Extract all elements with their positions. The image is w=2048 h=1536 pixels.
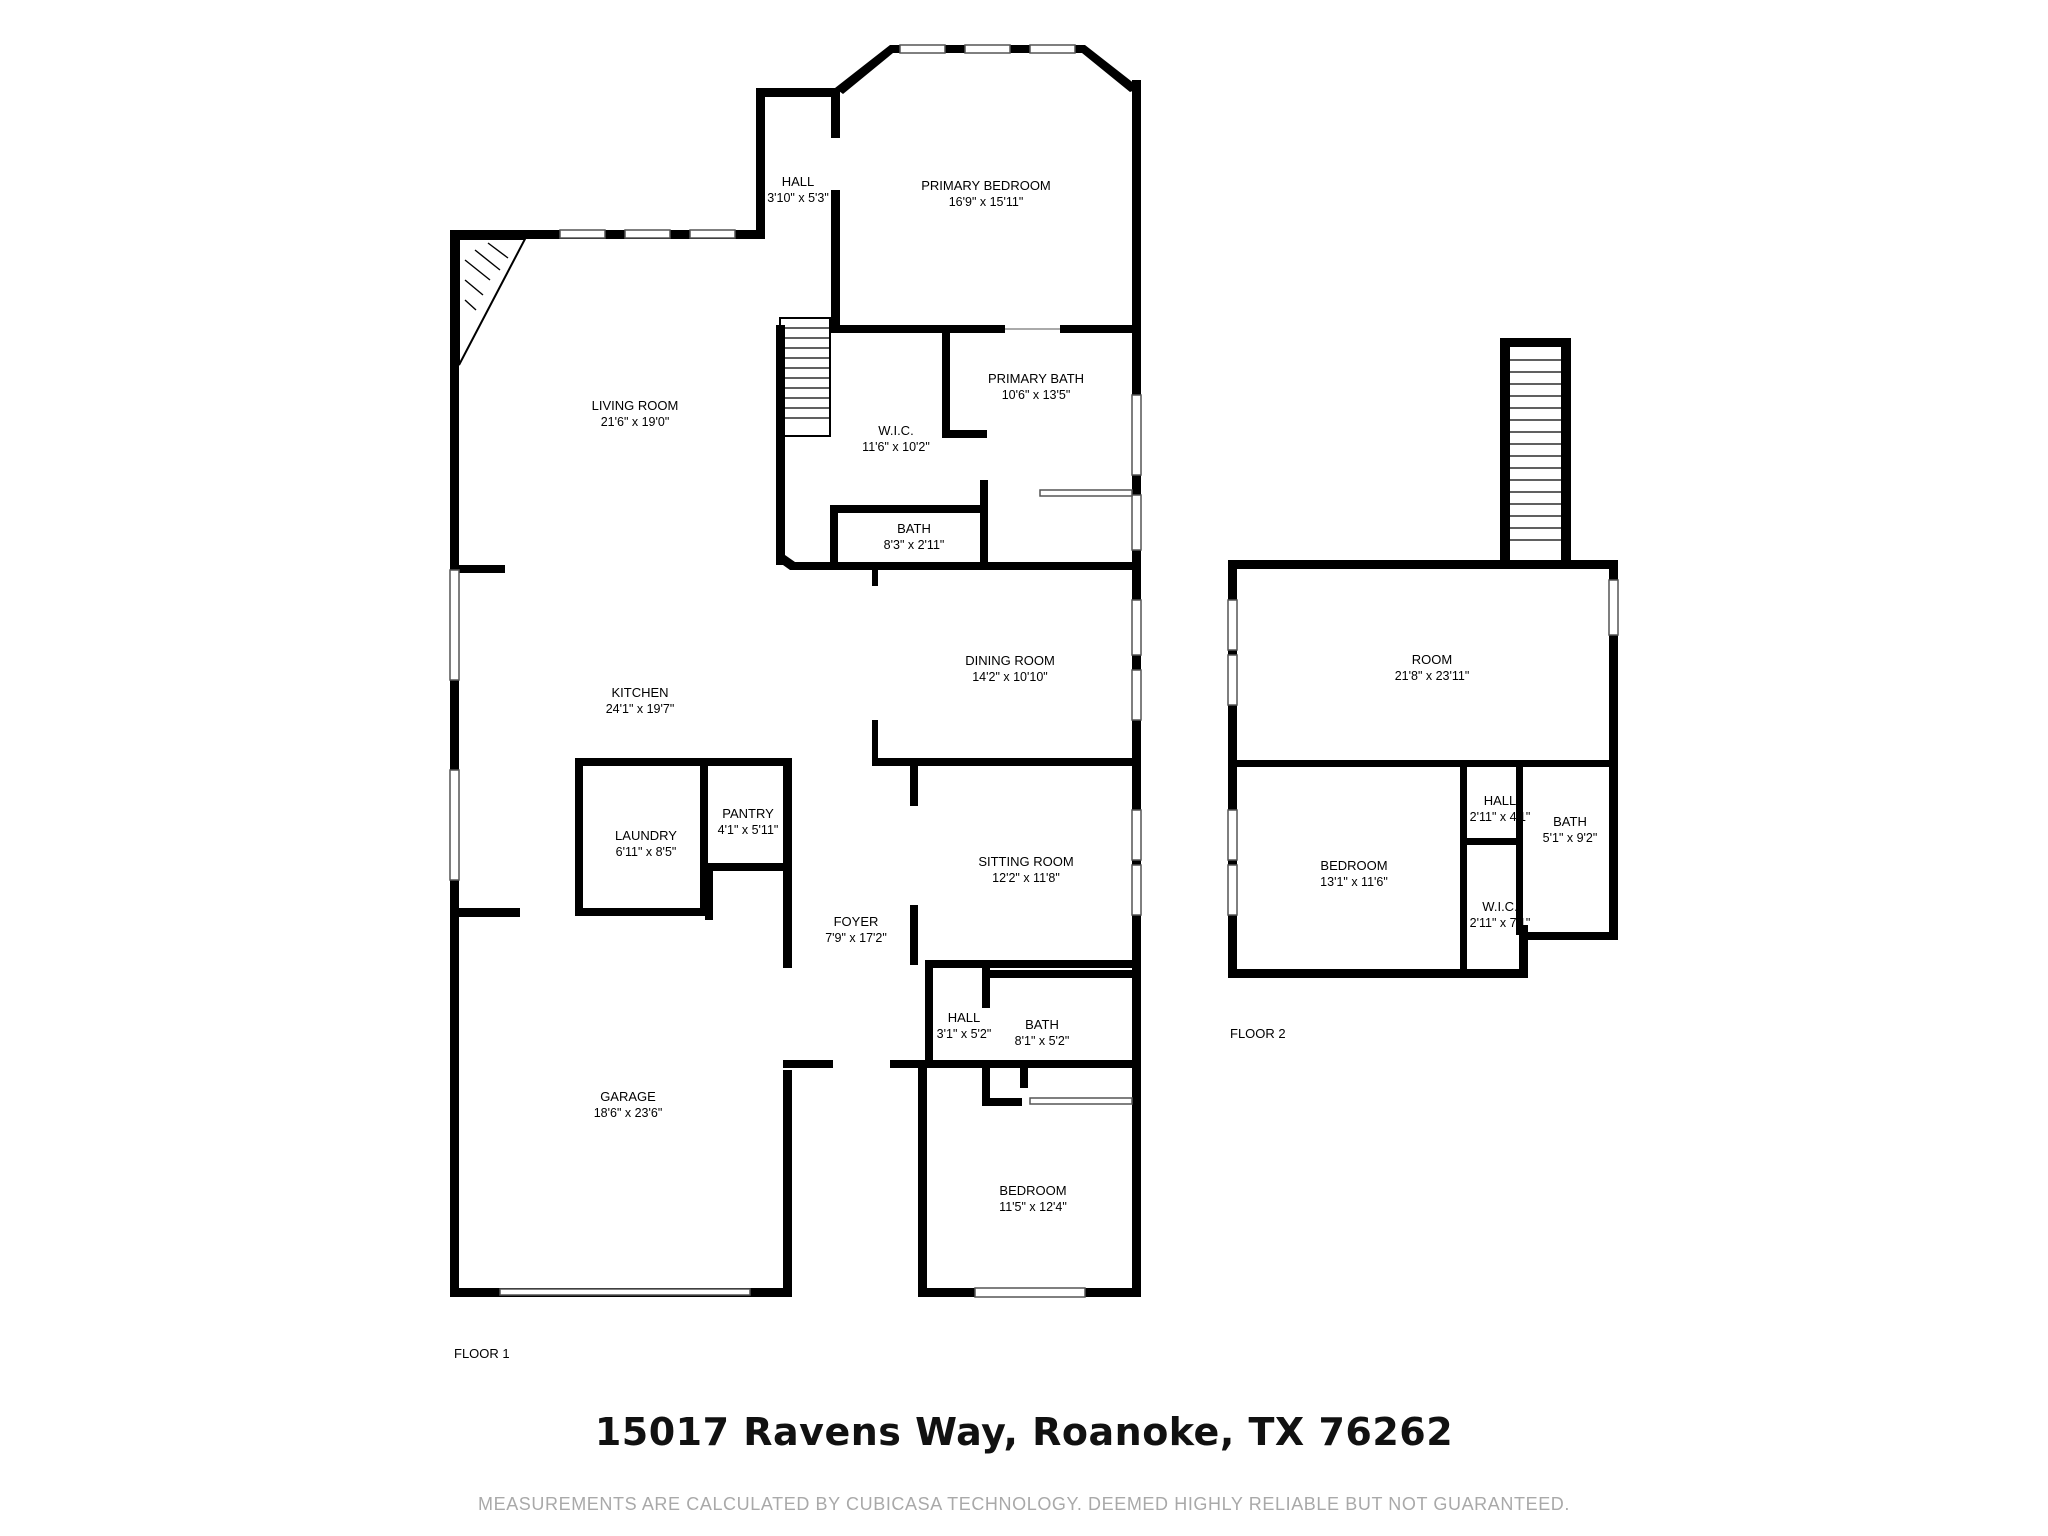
dims-sitting-room: 12'2" x 11'8": [992, 871, 1060, 885]
dims-bath-f2: 5'1" x 9'2": [1543, 831, 1598, 845]
dims-bath-bottom: 8'1" x 5'2": [1015, 1034, 1070, 1048]
dims-laundry: 6'11" x 8'5": [616, 845, 677, 859]
label-garage: GARAGE: [600, 1089, 656, 1104]
label-hall-f2: HALL: [1484, 793, 1517, 808]
dims-primary-bedroom: 16'9" x 15'11": [949, 195, 1024, 209]
label-hall-top: HALL: [782, 174, 815, 189]
floor1-walls: [450, 45, 1141, 1297]
floor1-windows: [449, 44, 1142, 1298]
floor2-label: FLOOR 2: [1230, 1026, 1286, 1041]
dims-foyer: 7'9" x 17'2": [825, 931, 887, 945]
label-hall-bottom: HALL: [948, 1010, 981, 1025]
label-wic-primary: W.I.C.: [878, 423, 913, 438]
dims-hall-top: 3'10" x 5'3": [767, 191, 829, 205]
dims-wic-primary: 11'6" x 10'2": [862, 440, 930, 454]
label-bath-bottom: BATH: [1025, 1017, 1059, 1032]
dims-bedroom-f1: 11'5" x 12'4": [999, 1200, 1067, 1214]
label-foyer: FOYER: [834, 914, 879, 929]
dims-bath-small: 8'3" x 2'11": [884, 538, 945, 552]
label-bedroom-f2: BEDROOM: [1320, 858, 1387, 873]
dims-hall-bottom: 3'1" x 5'2": [937, 1027, 992, 1041]
dims-kitchen: 24'1" x 19'7": [606, 702, 675, 716]
label-bath-small: BATH: [897, 521, 931, 536]
label-bath-f2: BATH: [1553, 814, 1587, 829]
label-living-room: LIVING ROOM: [592, 398, 679, 413]
fireplace: [458, 238, 527, 366]
label-room-f2: ROOM: [1412, 652, 1452, 667]
floor2-windows: [1227, 579, 1619, 916]
dims-living-room: 21'6" x 19'0": [601, 415, 670, 429]
dims-primary-bath: 10'6" x 13'5": [1002, 388, 1071, 402]
dims-wic-f2: 2'11" x 7'1": [1470, 916, 1531, 930]
label-dining-room: DINING ROOM: [965, 653, 1055, 668]
dims-bedroom-f2: 13'1" x 11'6": [1320, 875, 1388, 889]
measurement-disclaimer: MEASUREMENTS ARE CALCULATED BY CUBICASA …: [478, 1494, 1570, 1514]
label-pantry: PANTRY: [722, 806, 774, 821]
floor2-stairs: [1508, 345, 1563, 562]
label-wic-f2: W.I.C.: [1482, 899, 1517, 914]
floor1-stairs: [779, 317, 831, 437]
dims-dining-room: 14'2" x 10'10": [972, 670, 1048, 684]
dims-pantry: 4'1" x 5'11": [718, 823, 779, 837]
label-primary-bath: PRIMARY BATH: [988, 371, 1084, 386]
floor1-label: FLOOR 1: [454, 1346, 510, 1361]
floor2-walls: [1228, 338, 1618, 978]
label-sitting-room: SITTING ROOM: [978, 854, 1073, 869]
dims-garage: 18'6" x 23'6": [594, 1106, 663, 1120]
dims-room-f2: 21'8" x 23'11": [1395, 669, 1470, 683]
label-bedroom-f1: BEDROOM: [999, 1183, 1066, 1198]
label-kitchen: KITCHEN: [611, 685, 668, 700]
label-laundry: LAUNDRY: [615, 828, 677, 843]
dims-hall-f2: 2'11" x 4'1": [1470, 810, 1531, 824]
label-primary-bedroom: PRIMARY BEDROOM: [921, 178, 1051, 193]
property-address: 15017 Ravens Way, Roanoke, TX 76262: [594, 1410, 1454, 1454]
room-labels: PRIMARY BEDROOM 16'9" x 15'11" HALL 3'10…: [592, 174, 1598, 1214]
